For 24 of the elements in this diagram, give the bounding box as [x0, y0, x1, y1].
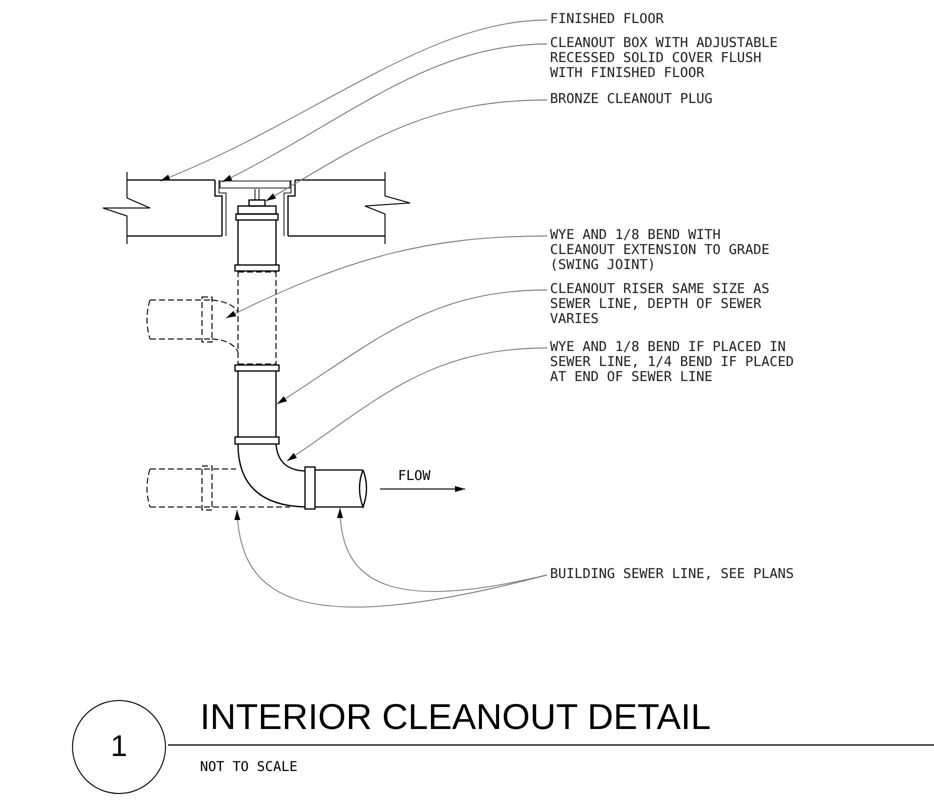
flow-label: FLOW — [398, 468, 431, 484]
pipe-bend-drawing — [237, 443, 316, 510]
leader-line — [226, 236, 548, 318]
callout-text: BUILDING SEWER LINE, SEE PLANS — [550, 567, 830, 582]
riser-pipe-drawing — [234, 219, 280, 445]
leader-line — [286, 348, 548, 462]
leader-line — [160, 20, 548, 182]
floor-slab-drawing — [102, 172, 410, 244]
leader-line — [222, 44, 548, 182]
wye-fitting-drawing — [146, 270, 276, 366]
callout-text: FINISHED FLOOR — [550, 12, 790, 27]
scale-note: NOT TO SCALE — [200, 759, 298, 775]
leader-line — [276, 290, 548, 404]
callout-text: CLEANOUT BOX WITH ADJUSTABLE RECESSED SOLID COVER FLUSH WITH FINISHED FLOOR — [550, 36, 790, 81]
drawing-title: INTERIOR CLEANOUT DETAIL — [200, 696, 711, 738]
callout-text: WYE AND 1/8 BEND IF PLACED IN SEWER LINE, 1/4 BEND IF PLACED AT END OF SEWER LINE — [550, 340, 812, 385]
leader-line — [338, 508, 548, 592]
sewer-pipe-drawing — [314, 469, 368, 508]
detail-number-bubble: 1 — [72, 700, 166, 794]
callout-text: CLEANOUT RISER SAME SIZE AS SEWER LINE, DEPTH OF SEWER VARIES — [550, 282, 790, 327]
leader-line — [266, 100, 548, 202]
alternate-sewer-pipe-drawing — [146, 466, 290, 510]
callout-text: WYE AND 1/8 BEND WITH CLEANOUT EXTENSION TO GRADE (SWING JOINT) — [550, 228, 790, 273]
callout-text: BRONZE CLEANOUT PLUG — [550, 92, 790, 107]
